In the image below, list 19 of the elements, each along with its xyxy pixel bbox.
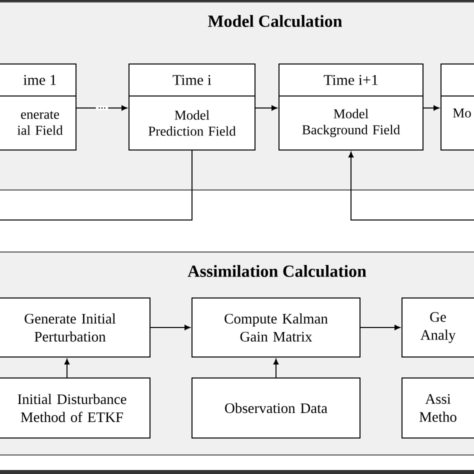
time-step-box: Mo xyxy=(440,64,474,150)
arrow xyxy=(348,152,474,220)
time-step-box: ime 1 enerate ial Field xyxy=(0,64,76,150)
arrow xyxy=(150,324,190,330)
time-step-box: Time i+1 Model Background Field xyxy=(278,64,424,150)
arrow xyxy=(423,105,440,111)
arrow xyxy=(108,105,128,111)
arrow xyxy=(255,105,278,111)
process-box: Assi Metho xyxy=(402,378,474,438)
process-box: Compute Kalman Gain Matrix xyxy=(192,298,360,358)
arrow xyxy=(273,358,279,378)
arrow xyxy=(64,358,70,378)
process-box: Ge Analy xyxy=(402,298,474,358)
process-box: Initial Disturbance Method of ETKF xyxy=(0,378,150,438)
time-step-box: Time i Model Prediction Field xyxy=(128,64,256,150)
ellipsis-text: ... xyxy=(96,106,108,110)
process-box: Generate Initial Perturbation xyxy=(0,298,150,358)
arrow xyxy=(360,324,400,330)
process-box: Observation Data xyxy=(192,378,360,438)
